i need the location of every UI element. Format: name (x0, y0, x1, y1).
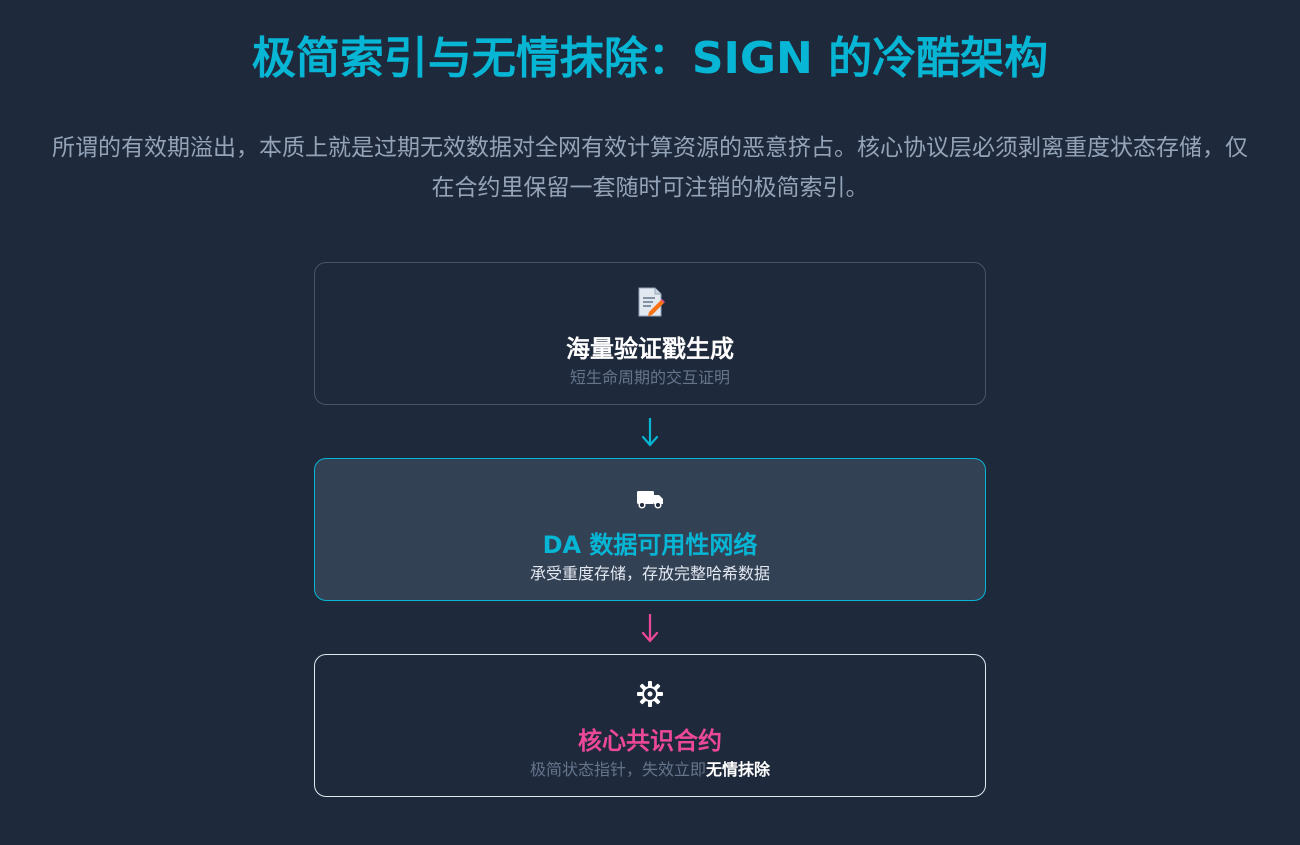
page-subtitle: 所谓的有效期溢出，本质上就是过期无效数据对全网有效计算资源的恶意挤占。核心协议层… (52, 135, 1248, 201)
step-description-emphasis: 无情抹除 (706, 760, 771, 779)
page-title: 极简索引与无情抹除：SIGN 的冷酷架构 (251, 33, 1049, 84)
gear-icon (315, 677, 985, 711)
flow-step-attestation-generation: 海量验证戳生成 短生命周期的交互证明 (314, 262, 986, 405)
arrow-down-icon (630, 412, 670, 452)
step-title: 海量验证戳生成 (566, 335, 734, 363)
truck-icon (315, 481, 985, 515)
flow-step-core-contract: 核心共识合约 极简状态指针，失效立即无情抹除 (314, 654, 986, 797)
step-title: DA 数据可用性网络 (542, 531, 758, 559)
flow-step-da-network: DA 数据可用性网络 承受重度存储，存放完整哈希数据 (314, 458, 986, 601)
step-title: 核心共识合约 (578, 727, 722, 755)
step-description-text: 极简状态指针，失效立即 (529, 760, 706, 779)
memo-icon (315, 285, 985, 319)
step-description: 承受重度存储，存放完整哈希数据 (529, 564, 770, 583)
step-description: 短生命周期的交互证明 (569, 368, 730, 387)
step-description: 极简状态指针，失效立即无情抹除 (315, 759, 985, 781)
arrow-down-icon (630, 608, 670, 648)
